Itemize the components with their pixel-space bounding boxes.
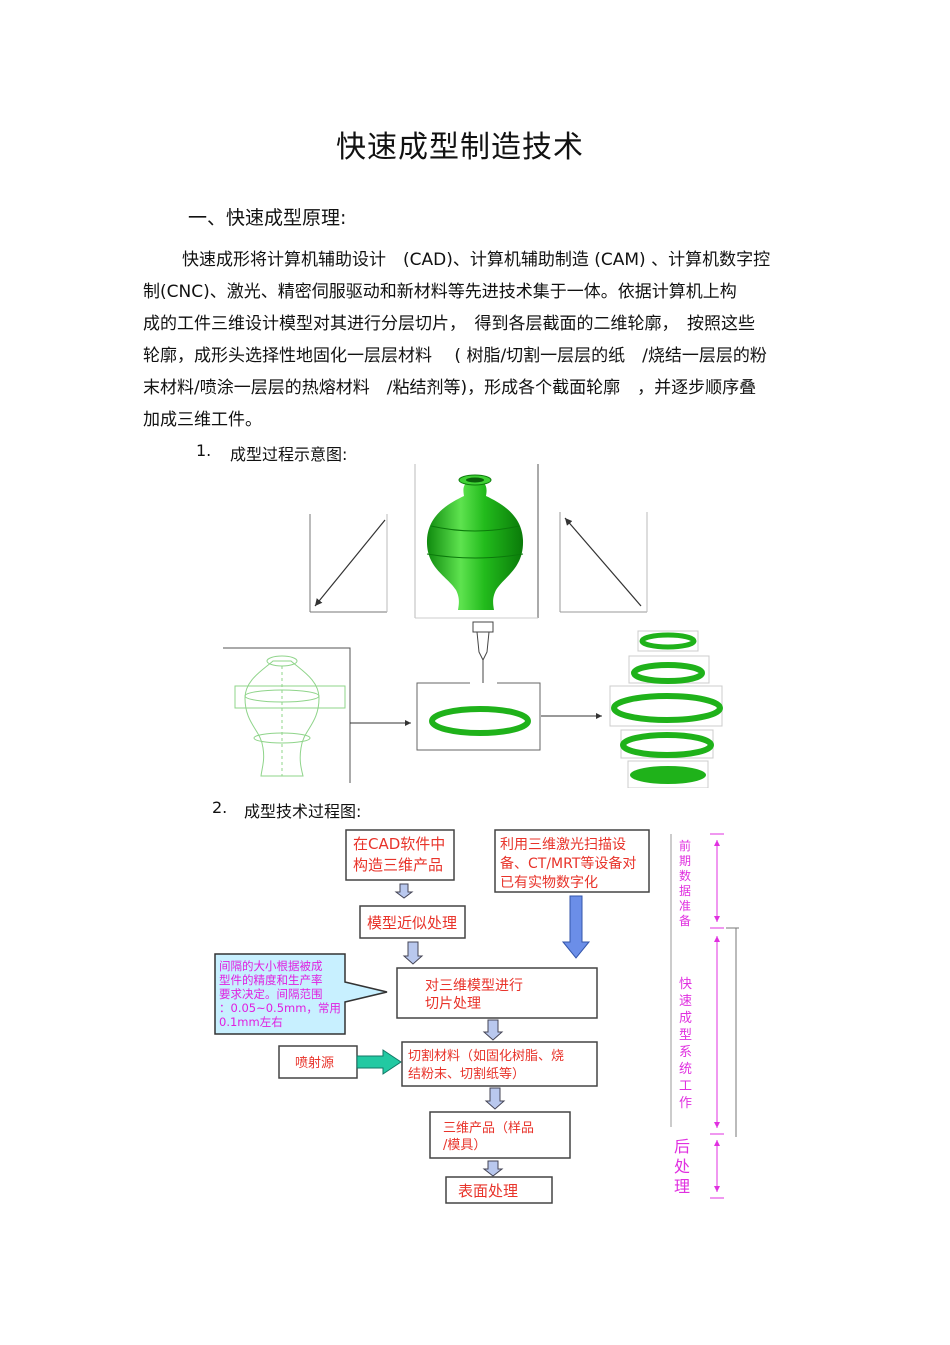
left-diagonal-arrow bbox=[309, 514, 388, 613]
cad-line-1: 在CAD软件中 bbox=[353, 835, 445, 853]
paragraph-line: 末材料/喷涂一层层的热熔材料 /粘结剂等)，形成各个截面轮廓 ，并逐步顺序叠 bbox=[143, 378, 757, 398]
svg-text:统: 统 bbox=[679, 1062, 692, 1077]
jet-source-text: 喷射源 bbox=[295, 1055, 334, 1071]
stage-prep-label: 前 期 数 据 准 备 bbox=[679, 838, 691, 928]
slice-line-2: 切片处理 bbox=[425, 996, 481, 1012]
paragraph-line: 快速成形将计算机辅助设计 (CAD)、计算机辅助制造 (CAM) 、计算机数字控 bbox=[182, 250, 771, 270]
paragraph-line: 加成三维工件。 bbox=[143, 410, 262, 430]
paragraph-line: 成的工件三维设计模型对其进行分层切片， 得到各层截面的二维轮廓， 按照这些 bbox=[143, 314, 755, 334]
section-heading: 一、快速成型原理: bbox=[188, 207, 347, 229]
svg-text:理: 理 bbox=[674, 1177, 690, 1196]
item2-label: 成型技术过程图: bbox=[244, 802, 362, 821]
callout-line-1: 间隔的大小根据被成 bbox=[219, 959, 323, 973]
slice-box: 对三维模型进行 切片处理 bbox=[396, 967, 598, 1019]
cad-line-2: 构造三维产品 bbox=[353, 856, 443, 874]
item2-number: 2. bbox=[212, 798, 228, 817]
process-flowchart: 在CAD软件中 构造三维产品 利用三维激光扫描设 备、CT/MRT等设备对 已有… bbox=[214, 829, 739, 1204]
svg-text:处: 处 bbox=[674, 1157, 690, 1176]
svg-text:据: 据 bbox=[679, 884, 691, 898]
stage-brackets bbox=[670, 833, 739, 1199]
flow-arrow bbox=[482, 1019, 504, 1041]
cut-line-1: 切割材料（如固化树脂、烧 bbox=[408, 1048, 564, 1064]
svg-text:期: 期 bbox=[679, 854, 691, 868]
paragraph-line: 制(CNC)、激光、精密伺服驱动和新材料等先进技术集于一体。依据计算机上构 bbox=[143, 282, 737, 302]
cut-material-box: 切割材料（如固化树脂、烧 结粉末、切割纸等） bbox=[401, 1041, 598, 1087]
slice-line-1: 对三维模型进行 bbox=[425, 978, 523, 994]
svg-text:快: 快 bbox=[679, 977, 692, 992]
svg-text:作: 作 bbox=[679, 1096, 692, 1111]
vase-3d-model bbox=[414, 464, 539, 619]
forming-head-nozzle bbox=[472, 621, 494, 683]
scan-line-1: 利用三维激光扫描设 bbox=[500, 836, 626, 853]
interval-callout: 间隔的大小根据被成 型件的精度和生产率 要求决定。间隔范围 ：0.05~0.5m… bbox=[214, 953, 388, 1035]
surface-box: 表面处理 bbox=[445, 1176, 553, 1204]
flow-arrow bbox=[402, 941, 424, 965]
callout-line-3: 要求决定。间隔范围 bbox=[219, 987, 323, 1001]
scan-line-2: 备、CT/MRT等设备对 bbox=[500, 855, 636, 872]
surface-text: 表面处理 bbox=[458, 1182, 518, 1200]
svg-text:速: 速 bbox=[679, 994, 692, 1009]
product-line-1: 三维产品（样品 bbox=[443, 1121, 534, 1136]
cad-box: 在CAD软件中 构造三维产品 bbox=[345, 829, 455, 881]
callout-line-4: ：0.05~0.5mm，常用 bbox=[219, 1001, 341, 1015]
forming-process-figure bbox=[223, 464, 723, 788]
svg-text:系: 系 bbox=[679, 1045, 692, 1060]
svg-text:成: 成 bbox=[679, 1011, 692, 1026]
callout-line-5: 0.1mm左右 bbox=[219, 1015, 283, 1029]
svg-text:后: 后 bbox=[674, 1137, 690, 1156]
flow-arrow bbox=[484, 1087, 506, 1110]
svg-text:型: 型 bbox=[679, 1028, 692, 1043]
sliced-layers bbox=[609, 630, 723, 788]
scan-box: 利用三维激光扫描设 备、CT/MRT等设备对 已有实物数字化 bbox=[494, 829, 650, 893]
approx-text: 模型近似处理 bbox=[367, 914, 457, 932]
stage-rp-label: 快 速 成 型 系 统 工 作 bbox=[679, 977, 692, 1111]
item1-label: 成型过程示意图: bbox=[230, 445, 348, 464]
stage-post-label: 后 处 理 bbox=[674, 1137, 690, 1196]
flow-arrow bbox=[394, 883, 414, 899]
teal-arrow bbox=[356, 1049, 402, 1075]
scan-line-3: 已有实物数字化 bbox=[500, 875, 598, 891]
product-line-2: /模具） bbox=[443, 1138, 486, 1153]
document-title: 快速成型制造技术 bbox=[336, 130, 584, 165]
svg-text:数: 数 bbox=[679, 868, 691, 883]
cut-line-2: 结粉末、切割纸等） bbox=[408, 1066, 525, 1082]
svg-text:备: 备 bbox=[679, 914, 691, 928]
slice-platform bbox=[350, 682, 602, 751]
item1-number: 1. bbox=[196, 441, 212, 460]
svg-text:前: 前 bbox=[679, 838, 691, 853]
callout-line-2: 型件的精度和生产率 bbox=[219, 973, 323, 987]
product-box: 三维产品（样品 /模具） bbox=[429, 1111, 571, 1159]
approx-box: 模型近似处理 bbox=[359, 905, 466, 939]
flow-arrow bbox=[482, 1160, 504, 1177]
jet-source-box: 喷射源 bbox=[278, 1045, 358, 1079]
svg-text:工: 工 bbox=[679, 1079, 692, 1094]
scan-down-arrow bbox=[561, 895, 591, 959]
wireframe-vase bbox=[223, 647, 351, 783]
paragraph-line: 轮廓，成形头选择性地固化一层层材料 ( 树脂/切割一层层的纸 /烧结一层层的粉 bbox=[143, 346, 767, 366]
right-diagonal-arrow bbox=[559, 512, 648, 613]
svg-text:准: 准 bbox=[679, 899, 691, 913]
